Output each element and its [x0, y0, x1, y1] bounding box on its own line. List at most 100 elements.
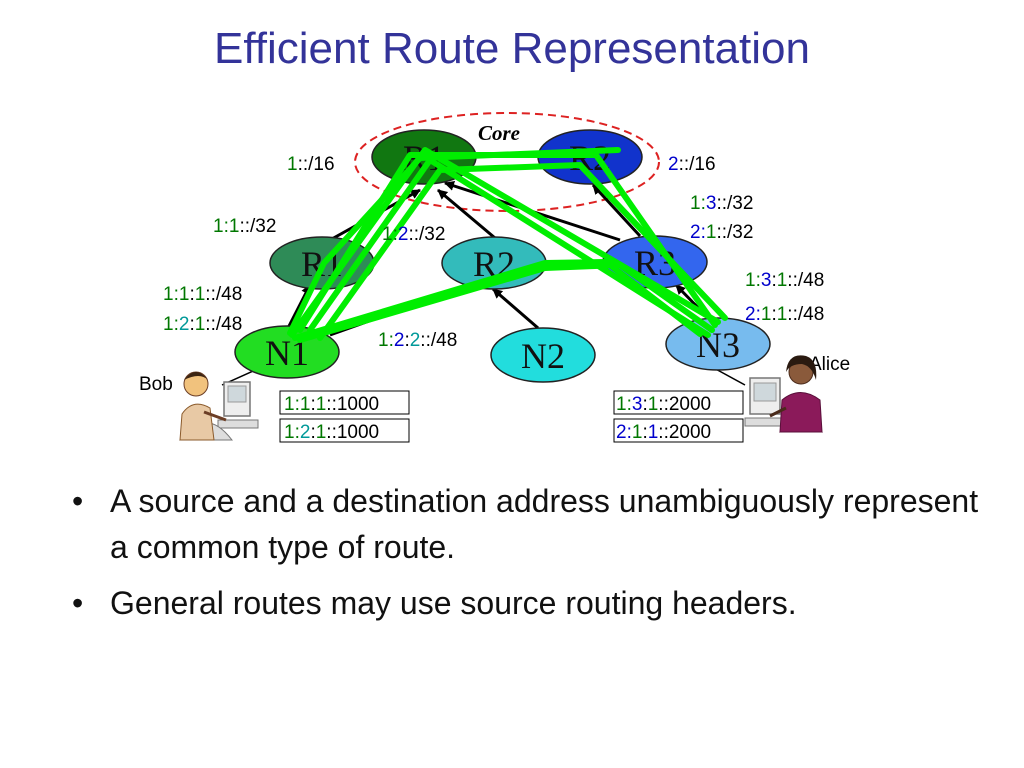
- label-segment: 1: [761, 304, 772, 325]
- bob-label: Bob: [139, 374, 173, 395]
- label-segment: ::/48: [205, 314, 242, 335]
- label-segment: 1:: [213, 216, 229, 237]
- label-segment: ::/32: [408, 224, 445, 245]
- label-segment: :: [310, 394, 315, 415]
- label-segment: 1: [195, 284, 206, 305]
- label-segment: ::/48: [787, 304, 824, 325]
- link-n2-r2: [492, 287, 539, 330]
- alice-address-2: 2:1:1::2000: [616, 422, 711, 443]
- label-segment: ::/32: [239, 216, 276, 237]
- label-r1-prefix: 1:1::/32: [213, 216, 276, 237]
- label-segment: 1: [229, 216, 240, 237]
- label-segment: 2:: [745, 304, 761, 325]
- label-segment: :: [404, 330, 409, 351]
- alice-address-1: 1:3:1::2000: [616, 394, 711, 415]
- label-segment: 1: [316, 422, 327, 443]
- highlighted-routes: [287, 147, 728, 343]
- label-segment: :: [642, 394, 647, 415]
- label-segment: ::/32: [716, 193, 753, 214]
- bullet-dot-icon: •: [72, 585, 84, 621]
- label-segment: 1:: [382, 224, 398, 245]
- core-boundary: [354, 112, 660, 212]
- slide-title: Efficient Route Representation: [214, 24, 810, 73]
- label-r3-prefix-a: 1:3::/32: [690, 193, 753, 214]
- label-segment: 2:: [616, 422, 632, 443]
- label-segment: 1:: [616, 394, 632, 415]
- label-segment: 1: [287, 154, 298, 175]
- label-segment: 3: [706, 193, 717, 214]
- route-n1-r2-r3-n3-b: [297, 262, 715, 343]
- bullet-list: • A source and a destination address una…: [72, 478, 992, 636]
- link-r3-core2: [591, 183, 642, 238]
- network-diagram: Core R1 R2 R1: [139, 112, 850, 443]
- label-segment: 2: [410, 330, 421, 351]
- label-n1-prefix-a: 1:1:1::/48: [163, 284, 242, 305]
- bullet-text: A source and a destination address unamb…: [110, 483, 979, 565]
- label-segment: ::/32: [716, 222, 753, 243]
- route-n1-core2-n3-b: [317, 162, 728, 341]
- label-n1-prefix-b: 1:2:1::/48: [163, 314, 242, 335]
- label-segment: ::2000: [658, 394, 711, 415]
- label-segment: 3: [761, 270, 772, 291]
- label-segment: 1: [706, 222, 717, 243]
- bob-computer-icon: [179, 371, 259, 441]
- label-r2-prefix: 1:2::/32: [382, 224, 445, 245]
- label-segment: 2: [668, 154, 679, 175]
- label-segment: ::/48: [205, 284, 242, 305]
- alice-label: Alice: [809, 354, 850, 375]
- label-segment: :: [189, 284, 194, 305]
- label-segment: 1:: [284, 394, 300, 415]
- label-segment: 1: [195, 314, 206, 335]
- label-segment: ::/48: [787, 270, 824, 291]
- label-segment: ::1000: [326, 422, 379, 443]
- bob-address-2: 1:2:1::1000: [284, 422, 379, 443]
- label-segment: :: [310, 422, 315, 443]
- route-n1-r1-core1: [287, 147, 621, 336]
- label-segment: 1: [777, 270, 788, 291]
- label-segment: :: [189, 314, 194, 335]
- label-segment: 1:: [378, 330, 394, 351]
- label-segment: 1: [300, 394, 311, 415]
- label-segment: ::/16: [679, 154, 716, 175]
- alice-computer-icon: [744, 355, 824, 433]
- label-segment: ::2000: [658, 422, 711, 443]
- label-segment: 2: [398, 224, 409, 245]
- label-segment: ::/48: [420, 330, 457, 351]
- label-segment: 2: [179, 314, 190, 335]
- bob-address-1: 1:1:1::1000: [284, 394, 379, 415]
- label-segment: 1: [316, 394, 327, 415]
- label-segment: 2: [394, 330, 405, 351]
- label-segment: 1:: [690, 193, 706, 214]
- label-segment: 1:: [163, 314, 179, 335]
- label-core2-prefix: 2::/16: [668, 154, 716, 175]
- label-segment: 1: [632, 422, 643, 443]
- label-n3-prefix-a: 1:3:1::/48: [745, 270, 824, 291]
- label-n2-prefix: 1:2:2::/48: [378, 330, 457, 351]
- label-core1-prefix: 1::/16: [287, 154, 335, 175]
- bullet-item: • A source and a destination address una…: [72, 478, 992, 570]
- link-r2-core1: [437, 188, 496, 240]
- label-segment: 1:: [163, 284, 179, 305]
- label-r3-prefix-b: 2:1::/32: [690, 222, 753, 243]
- core-label: Core: [478, 121, 520, 145]
- label-segment: 1: [179, 284, 190, 305]
- node-n2: N2: [490, 327, 596, 383]
- node-n3: N3: [665, 317, 771, 371]
- alice-address-box: 1:3:1::2000 2:1:1::2000: [613, 390, 744, 443]
- bullet-item: • General routes may use source routing …: [72, 580, 992, 626]
- label-segment: 2: [300, 422, 311, 443]
- label-segment: 2:: [690, 222, 706, 243]
- bob-address-box: 1:1:1::1000 1:2:1::1000: [279, 390, 410, 443]
- label-segment: 1: [648, 394, 659, 415]
- svg-text:N2: N2: [521, 336, 565, 376]
- bullet-dot-icon: •: [72, 483, 84, 519]
- label-segment: 1:: [284, 422, 300, 443]
- label-segment: 3: [632, 394, 643, 415]
- bullet-text: General routes may use source routing he…: [110, 585, 797, 621]
- label-segment: ::1000: [326, 394, 379, 415]
- label-segment: :: [771, 304, 776, 325]
- link-n1-r1: [286, 284, 312, 329]
- label-segment: 1: [648, 422, 659, 443]
- route-n1-r2-r3-n3: [292, 259, 703, 341]
